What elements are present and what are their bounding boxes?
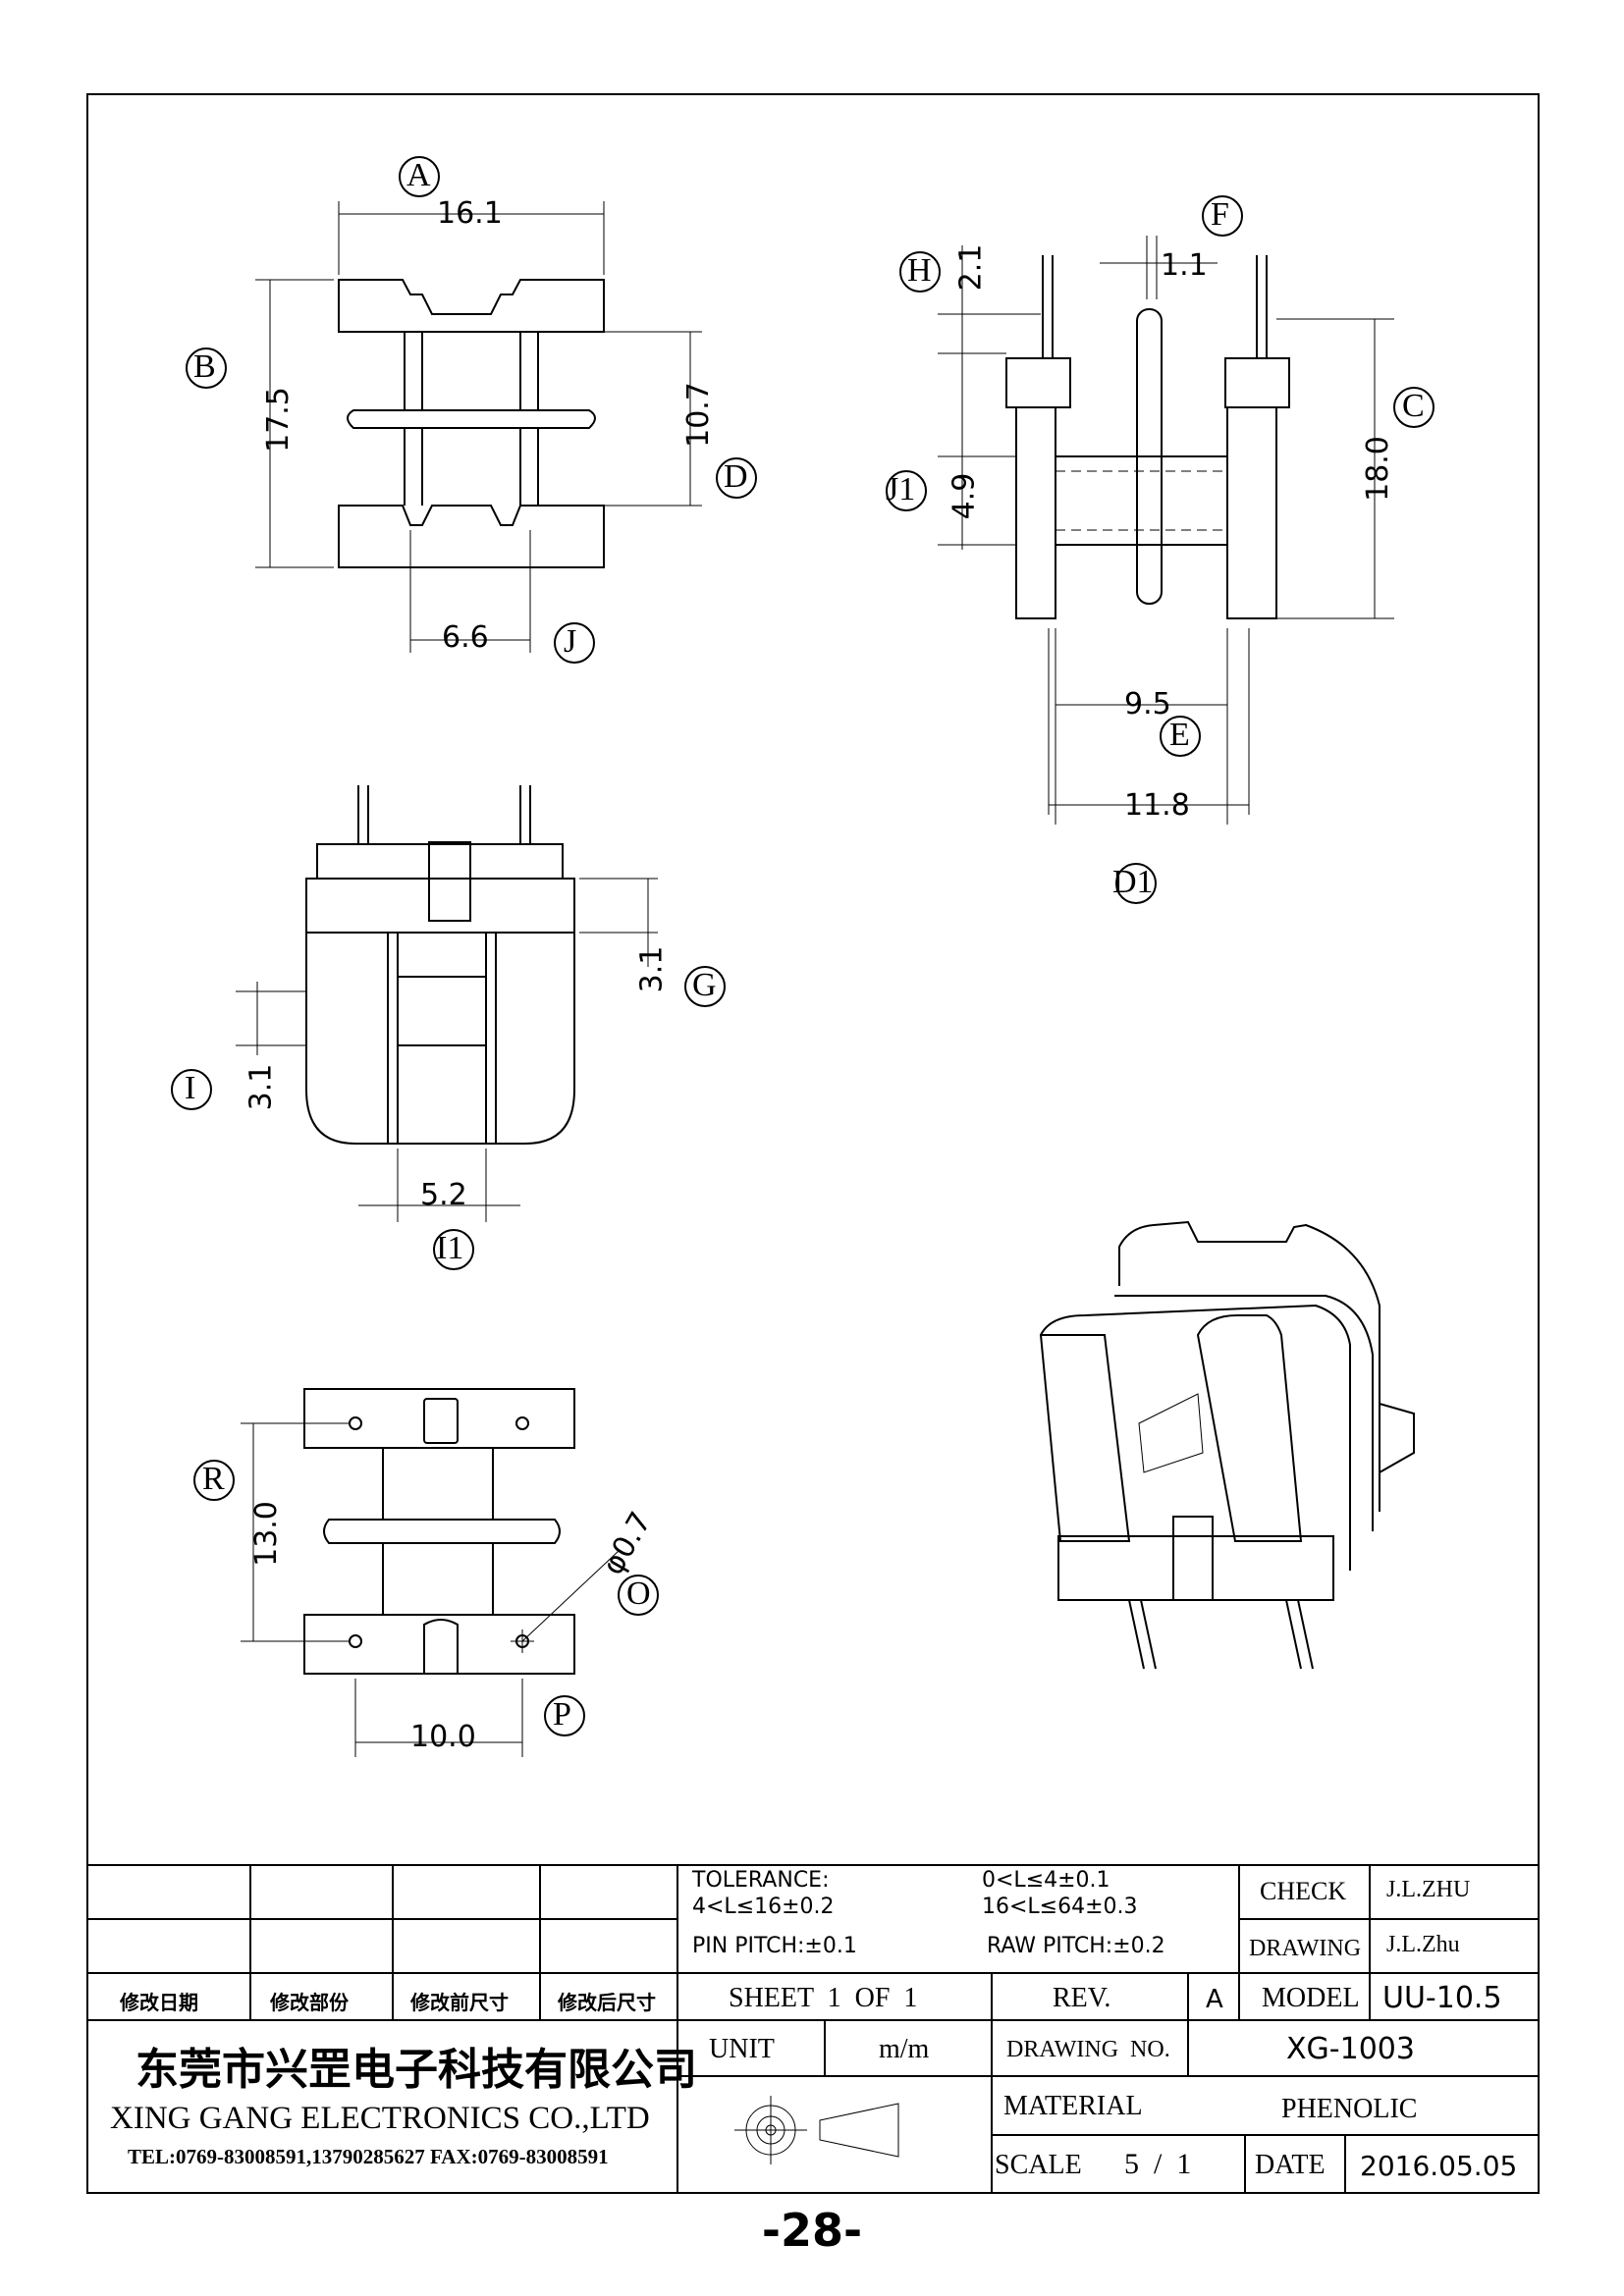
check-value: J.L.ZHU — [1386, 1877, 1471, 1902]
dimension-P: 10.0 — [410, 1720, 476, 1754]
revision-header-before: 修改前尺寸 — [410, 1991, 509, 2014]
company-name-en: XING GANG ELECTRONICS CO.,LTD — [110, 2101, 650, 2136]
scale-value: 5 / 1 — [1124, 2148, 1192, 2180]
dimension-I: 3.1 — [244, 1063, 279, 1111]
label-F: F — [1211, 196, 1229, 233]
revision-header-date: 修改日期 — [120, 1991, 198, 2014]
tolerance-title: TOLERANCE: — [692, 1868, 830, 1893]
label-B: B — [193, 348, 216, 385]
side-view — [886, 195, 1435, 904]
dimension-B: 17.5 — [260, 387, 296, 453]
dimension-D: 10.7 — [680, 382, 716, 448]
drawing-value: J.L.Zhu — [1386, 1932, 1460, 1957]
company-contact: TEL:0769-83008591,13790285627 FAX:0769-8… — [128, 2145, 609, 2168]
dimension-C: 18.0 — [1360, 436, 1395, 502]
pin-pitch: PIN PITCH:±0.1 — [692, 1934, 857, 1958]
dimension-R: 13.0 — [248, 1501, 284, 1567]
drawing-number-value: XG-1003 — [1286, 2032, 1415, 2066]
rev-label: REV. — [1053, 1983, 1111, 2013]
isometric-view — [1039, 1220, 1415, 1670]
material-label: MATERIAL — [1003, 2091, 1143, 2121]
unit-value: m/m — [879, 2034, 930, 2064]
dimension-I1: 5.2 — [420, 1178, 467, 1212]
dimension-H: 2.1 — [953, 243, 989, 292]
label-A: A — [406, 157, 431, 193]
bottom-view — [193, 1388, 659, 1757]
label-D1: D1 — [1112, 864, 1154, 900]
sheet-info: SHEET 1 OF 1 — [729, 1983, 918, 2013]
material-value: PHENOLIC — [1281, 2094, 1418, 2124]
drawing-label: DRAWING — [1249, 1936, 1362, 1961]
dimension-G: 3.1 — [634, 945, 670, 993]
label-G: G — [692, 967, 717, 1003]
label-O: O — [626, 1575, 651, 1612]
model-value: UU-10.5 — [1382, 1981, 1502, 2015]
label-E: E — [1169, 717, 1190, 753]
dimension-F: 1.1 — [1161, 248, 1208, 283]
tolerance-range-1: 0<L≤4±0.1 — [982, 1868, 1110, 1893]
label-D: D — [724, 458, 748, 495]
label-J: J — [564, 623, 577, 660]
revision-header-after: 修改后尺寸 — [558, 1991, 656, 2014]
date-label: DATE — [1255, 2150, 1326, 2180]
revision-header-part: 修改部份 — [270, 1991, 349, 2014]
page-number: -28- — [761, 2204, 863, 2257]
top-view — [186, 156, 757, 664]
label-J1: J1 — [886, 471, 916, 507]
title-block-grid — [86, 1864, 1540, 2194]
drawing-number-label: DRAWING NO. — [1006, 2037, 1170, 2062]
dimension-J1: 4.9 — [947, 472, 982, 520]
tolerance-range-3: 16<L≤64±0.3 — [982, 1895, 1138, 1919]
dimension-E: 9.5 — [1124, 687, 1171, 721]
drawing-frame — [86, 93, 1540, 2194]
unit-label: UNIT — [709, 2034, 775, 2064]
raw-pitch: RAW PITCH:±0.2 — [987, 1934, 1165, 1958]
label-I: I — [185, 1070, 196, 1106]
rev-value: A — [1206, 1985, 1223, 2014]
label-R: R — [202, 1461, 225, 1497]
model-label: MODEL — [1262, 1983, 1360, 2013]
date-value: 2016.05.05 — [1360, 2150, 1518, 2182]
dimension-A: 16.1 — [437, 196, 503, 231]
label-I1: I1 — [436, 1230, 464, 1266]
company-name-cn: 东莞市兴罡电子科技有限公司 — [135, 2045, 697, 2095]
dimension-D1: 11.8 — [1124, 788, 1190, 823]
label-H: H — [907, 252, 932, 289]
label-C: C — [1402, 388, 1425, 424]
scale-label: SCALE — [995, 2150, 1082, 2180]
dimension-J: 6.6 — [442, 620, 489, 655]
tolerance-range-2: 4<L≤16±0.2 — [692, 1895, 835, 1919]
check-label: CHECK — [1260, 1877, 1347, 1905]
label-P: P — [553, 1696, 571, 1733]
front-view — [171, 785, 726, 1270]
